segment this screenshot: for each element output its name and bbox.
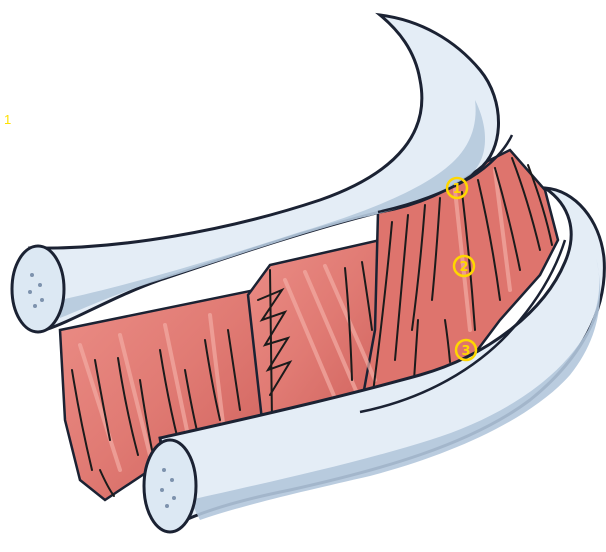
marker-2-label: 2 [459, 260, 468, 275]
marker-3-label: 3 [461, 344, 470, 359]
lower-rib-end [144, 440, 196, 532]
marker-1-label: 1 [452, 182, 461, 197]
upper-rib-end [12, 246, 64, 332]
